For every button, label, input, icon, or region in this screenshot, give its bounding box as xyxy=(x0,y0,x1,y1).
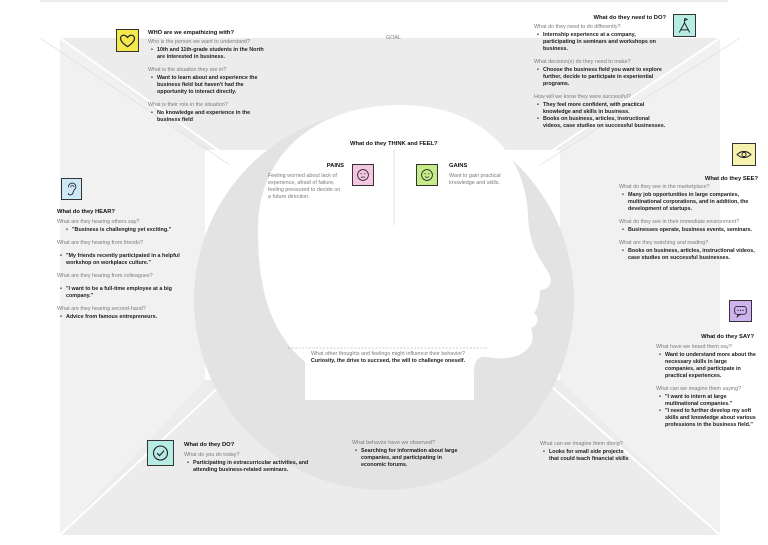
do-question-3: What can we imagine them doing? xyxy=(540,441,623,447)
see-answer-2: Businesses operate, business events, sem… xyxy=(622,227,759,234)
hear-section: What do they HEAR? What are they hearing… xyxy=(57,209,182,321)
do-question-1: What do you do today? xyxy=(184,452,240,458)
who-section: WHO are we empathizing with? Who is the … xyxy=(148,30,273,124)
need-answer-3a: They feel more confident, with practical… xyxy=(537,102,666,116)
hear-question-3: What are they hearing from colleagues? xyxy=(57,273,153,279)
hear-answer-4: Advice from famous entrepreneurs. xyxy=(60,314,182,321)
need-answer-3b: Books on business, articles, instruction… xyxy=(537,116,666,130)
goal-label: GOAL xyxy=(386,35,401,41)
do-imagine-section: What can we imagine them doing? Looks fo… xyxy=(540,441,630,463)
do-title: What do they DO? xyxy=(184,442,235,448)
need-question-3: How will we know they were successful? xyxy=(534,94,631,100)
heart-icon xyxy=(116,29,139,52)
hear-question-1: What are they hearing others say? xyxy=(57,219,140,225)
who-answer-2: Want to learn about and experience the b… xyxy=(151,75,273,96)
who-title: WHO are we empathizing with? xyxy=(148,30,234,36)
do-section: What do they DO? What do you do today? P… xyxy=(184,442,309,474)
happy-face-icon xyxy=(416,164,438,186)
see-answer-1: Many job opportunities in large companie… xyxy=(622,192,759,213)
who-question-3: What is their role in the situation? xyxy=(148,102,228,108)
other-thoughts-answer: Curiosity, the drive to succeed, the wil… xyxy=(310,358,466,364)
see-section: What do they see in the marketplace? Man… xyxy=(619,184,759,262)
hear-answer-3: "I want to be a full-time employee at a … xyxy=(60,286,182,300)
see-question-1: What do they see in the marketplace? xyxy=(619,184,710,190)
checkmark-icon xyxy=(147,440,174,466)
hear-answer-2: "My friends recently participated in a h… xyxy=(60,253,182,267)
need-answer-1: Internship experience at a company, part… xyxy=(537,32,666,53)
need-answer-2: Choose the business field you want to ex… xyxy=(537,67,666,88)
say-title: What do they SAY? xyxy=(701,334,754,340)
gains-label: GAINS xyxy=(449,163,468,169)
need-question-1: What do they need to do differently? xyxy=(534,24,621,30)
say-answer-2b: "I need to further develop my soft skill… xyxy=(659,408,756,429)
gains-text: Want to gain practical knowledge and ski… xyxy=(449,173,501,186)
see-title: What do they SEE? xyxy=(704,176,758,182)
sad-face-icon xyxy=(352,164,374,186)
who-question-2: What is the situation they are in? xyxy=(148,67,227,73)
need-section: What do they need to do differently? Int… xyxy=(534,24,666,130)
say-question-1: What have we heard them say? xyxy=(656,344,732,350)
say-answer-2a: "I want to intern at large multinational… xyxy=(659,394,756,408)
speech-bubble-icon xyxy=(729,300,752,322)
ear-icon xyxy=(61,178,82,200)
hear-question-2: What are they hearing from friends? xyxy=(57,240,143,246)
say-answer-1: Want to understand more about the necess… xyxy=(659,352,756,380)
who-answer-1: 10th and 11th-grade students in the Nort… xyxy=(151,47,273,61)
other-thoughts-question: What other thoughts and feelings might i… xyxy=(310,351,466,357)
do-answer-2: Searching for information about large co… xyxy=(355,448,462,469)
eye-icon xyxy=(732,143,756,166)
need-question-2: What decision(s) do they need to make? xyxy=(534,59,631,65)
say-section: What have we heard them say? Want to und… xyxy=(656,344,756,429)
think-title: What do they THINK and FEEL? xyxy=(350,141,438,147)
who-question-1: Who is the person we want to understand? xyxy=(148,39,251,45)
person-goal-icon xyxy=(673,14,696,37)
hear-question-4: What are they hearing second-hand? xyxy=(57,306,146,312)
do-question-2: What behavior have we observed? xyxy=(352,440,436,446)
hear-title: What do they HEAR? xyxy=(57,209,115,215)
see-question-2: What do they see in their immediate envi… xyxy=(619,219,740,225)
need-title: What do they need to DO? xyxy=(593,15,666,21)
pains-label: PAINS xyxy=(326,163,344,169)
say-question-2: What can we imagine them saying? xyxy=(656,386,742,392)
who-answer-3: No knowledge and experience in the busin… xyxy=(151,110,273,124)
see-question-3: What are they watching and reading? xyxy=(619,240,709,246)
do-answer-1: Participating in extracurricular activit… xyxy=(187,460,309,474)
do-observed-section: What behavior have we observed? Searchin… xyxy=(352,440,462,469)
pains-text: Feeling worried about lack of experience… xyxy=(268,173,341,200)
hear-answer-1: "Business is challenging yet exciting." xyxy=(66,227,182,234)
do-answer-3: Looks for small side projects that could… xyxy=(543,449,630,463)
see-answer-3: Books on business, articles, instruction… xyxy=(622,248,759,262)
